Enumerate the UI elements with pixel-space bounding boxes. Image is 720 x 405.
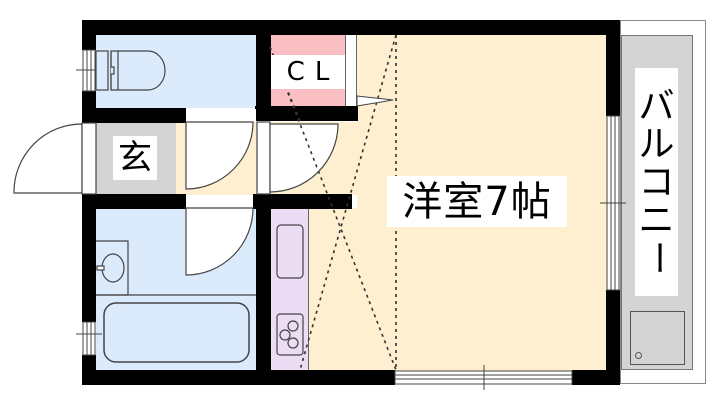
right-window-icon bbox=[600, 115, 626, 291]
wall-right-upper bbox=[606, 20, 620, 116]
toilet-door-icon bbox=[185, 109, 256, 190]
kitchen-sink-icon bbox=[276, 224, 304, 279]
bathroom-door-icon bbox=[185, 195, 254, 276]
wall-entrance-bath-right bbox=[253, 194, 352, 209]
balcony-label-char: ニ bbox=[638, 199, 675, 241]
dashed-lines bbox=[269, 34, 397, 371]
wall-under-closet bbox=[255, 106, 358, 121]
toilet-icon bbox=[95, 50, 166, 91]
balcony-label-char: バ bbox=[638, 86, 675, 128]
stove-icon bbox=[276, 313, 304, 356]
drain-icon bbox=[635, 352, 642, 359]
wall-left-lower bbox=[82, 194, 96, 322]
balcony-label-char: コ bbox=[638, 162, 675, 203]
toilet-window-icon bbox=[76, 49, 102, 92]
wall-top bbox=[82, 20, 620, 35]
wall-toilet-closet bbox=[256, 20, 271, 121]
balcony-label: バ ル コ ニ ー bbox=[635, 68, 678, 296]
closet-door-strip bbox=[345, 35, 357, 106]
balcony-label-char: ル bbox=[638, 124, 675, 166]
bathtub-icon bbox=[103, 302, 250, 363]
wall-toilet-entrance-left bbox=[82, 108, 186, 123]
washbasin-icon bbox=[96, 240, 256, 296]
balcony-drain bbox=[630, 311, 685, 365]
closet-label: CL bbox=[271, 55, 345, 89]
closet-door-marker bbox=[356, 95, 394, 107]
kitchen-floor-area bbox=[309, 208, 357, 371]
entrance-label: 玄 bbox=[113, 136, 157, 180]
front-door-icon bbox=[13, 122, 97, 195]
wall-right-lower bbox=[606, 290, 620, 385]
bottom-window-icon bbox=[394, 365, 573, 390]
wall-left-upper bbox=[82, 20, 96, 50]
wall-bottom-left bbox=[82, 370, 395, 385]
wall-bath-kitchen bbox=[256, 194, 271, 385]
wall-entrance-bath-left bbox=[82, 194, 186, 209]
room-door-icon bbox=[256, 121, 339, 195]
western-room-label: 洋室7帖 bbox=[387, 176, 567, 227]
bath-window-icon bbox=[76, 321, 102, 356]
balcony-label-char: ー bbox=[636, 239, 678, 276]
